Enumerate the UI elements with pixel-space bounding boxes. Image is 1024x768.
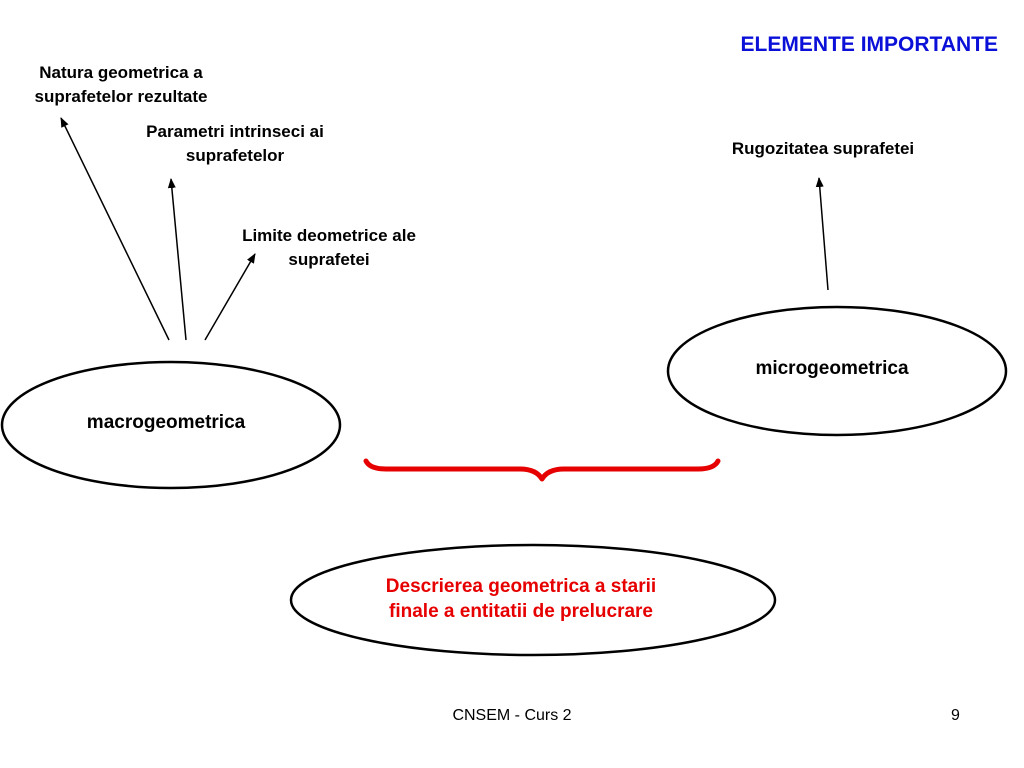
label-limite-line2: suprafetei xyxy=(288,250,370,269)
label-natura-line2: suprafetelor rezultate xyxy=(34,87,208,106)
macro-label: macrogeometrica xyxy=(86,412,246,433)
micro-label: microgeometrica xyxy=(755,358,909,379)
result-ellipse xyxy=(289,543,777,657)
label-parametri-line1: Parametri intrinseci ai xyxy=(146,122,324,141)
macro-ellipse xyxy=(0,360,342,490)
label-limite-line1: Limite deometrice ale xyxy=(242,226,416,245)
footer-course: CNSEM - Curs 2 xyxy=(452,707,572,724)
footer-page-number: 9 xyxy=(951,707,960,724)
arrow-rugozitate xyxy=(815,177,829,291)
label-parametri: Parametri intrinseci ai suprafetelor xyxy=(146,120,324,168)
slide-title: ELEMENTE IMPORTANTE xyxy=(740,33,998,56)
arrow-parametri xyxy=(167,178,187,341)
label-limite: Limite deometrice ale suprafetei xyxy=(242,224,416,272)
micro-ellipse xyxy=(666,305,1008,437)
arrow-natura xyxy=(60,117,170,341)
label-natura: Natura geometrica a suprafetelor rezulta… xyxy=(35,61,208,109)
label-natura-line1: Natura geometrica a xyxy=(39,63,203,82)
arrow-limite xyxy=(204,253,256,341)
result-label-line1: Descrierea geometrica a starii xyxy=(385,576,657,597)
result-label-line2: finale a entitatii de prelucrare xyxy=(389,601,653,622)
label-parametri-line2: suprafetelor xyxy=(185,146,285,165)
result-label: Descrierea geometrica a starii finale a … xyxy=(386,574,656,624)
label-rugozitate: Rugozitatea suprafetei xyxy=(731,139,915,158)
red-brace xyxy=(363,458,721,482)
